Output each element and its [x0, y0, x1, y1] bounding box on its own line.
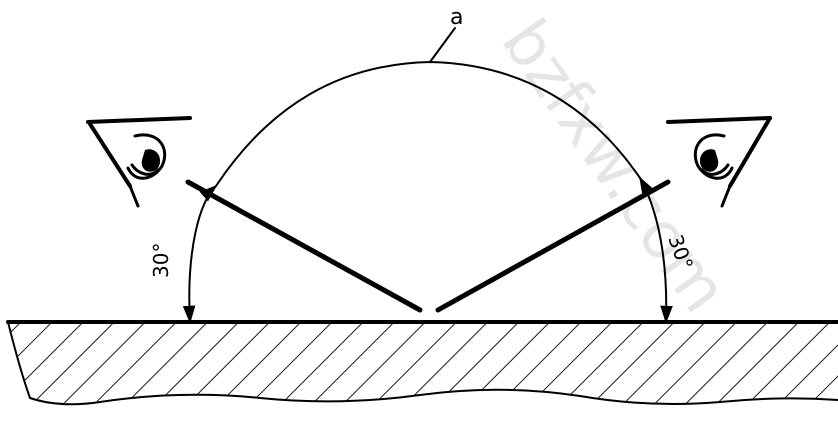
right-specimen-line [435, 179, 671, 313]
right-eye-icon [666, 116, 772, 208]
ground-break-line [7, 321, 838, 406]
left-specimen-line [185, 179, 423, 313]
viewing-arc [182, 184, 218, 324]
label-a: a [450, 5, 463, 30]
left-angle-label: 30° [149, 243, 173, 278]
ground-surface [6, 320, 838, 406]
viewing-arc-right [639, 176, 673, 324]
left-eye-icon [86, 116, 192, 208]
label-a-leader [429, 27, 456, 63]
